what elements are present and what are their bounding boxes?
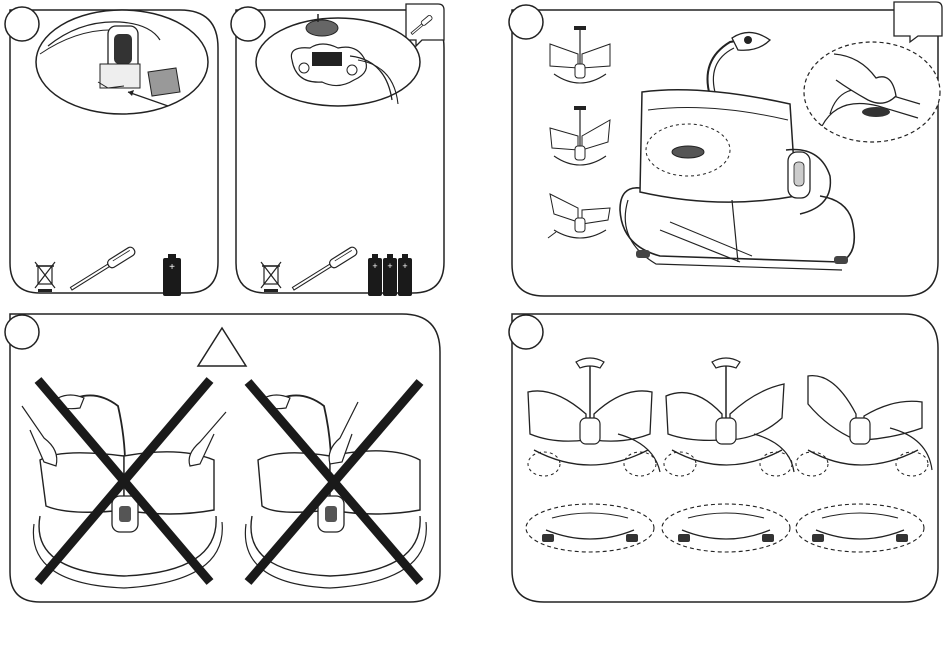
hand-detail-zoom (804, 42, 940, 142)
panel-step-4 (500, 310, 946, 610)
battery-icon: + (383, 254, 397, 296)
step-number-badge (509, 315, 543, 349)
panel-warning (0, 310, 448, 610)
screwdriver-icon (291, 246, 359, 293)
corner-tab (894, 2, 942, 42)
screwdriver-icon (69, 246, 137, 293)
incorrect-lifting-figure-right (245, 382, 426, 588)
thumbnail-flat (550, 26, 610, 83)
rocker-position-mid (664, 358, 794, 476)
battery-icon: + (368, 254, 382, 296)
corner-tool-tab (406, 4, 444, 46)
panel-step-3 (500, 0, 946, 300)
warning-triangle-icon (198, 328, 246, 366)
battery-compartment-detail (36, 10, 208, 114)
battery-icon: + (163, 254, 181, 296)
base-detail-mid (662, 504, 790, 552)
step-number-badge (231, 7, 265, 41)
svg-text:+: + (372, 261, 377, 271)
step-number-badge (5, 315, 39, 349)
thumbnail-mid (550, 106, 610, 165)
base-detail-upright (796, 504, 924, 552)
thumbnail-upright (548, 194, 610, 238)
rocker-position-flat (528, 358, 660, 476)
svg-text:+: + (402, 261, 407, 271)
step-number-badge (509, 5, 543, 39)
battery-icon: + (398, 254, 412, 296)
base-detail-flat (526, 504, 654, 552)
recycle-bin-crossed-icon (35, 262, 55, 292)
incorrect-lifting-figure-left (22, 380, 226, 588)
mobile-battery-detail (256, 14, 420, 106)
step-number-badge (5, 7, 39, 41)
recycle-bin-crossed-icon (261, 262, 281, 292)
svg-text:+: + (387, 261, 392, 271)
svg-text:+: + (169, 262, 175, 273)
panel-step-1: + (0, 0, 226, 300)
panel-step-2: + + + (226, 0, 452, 300)
rocker-position-upright (796, 376, 932, 476)
